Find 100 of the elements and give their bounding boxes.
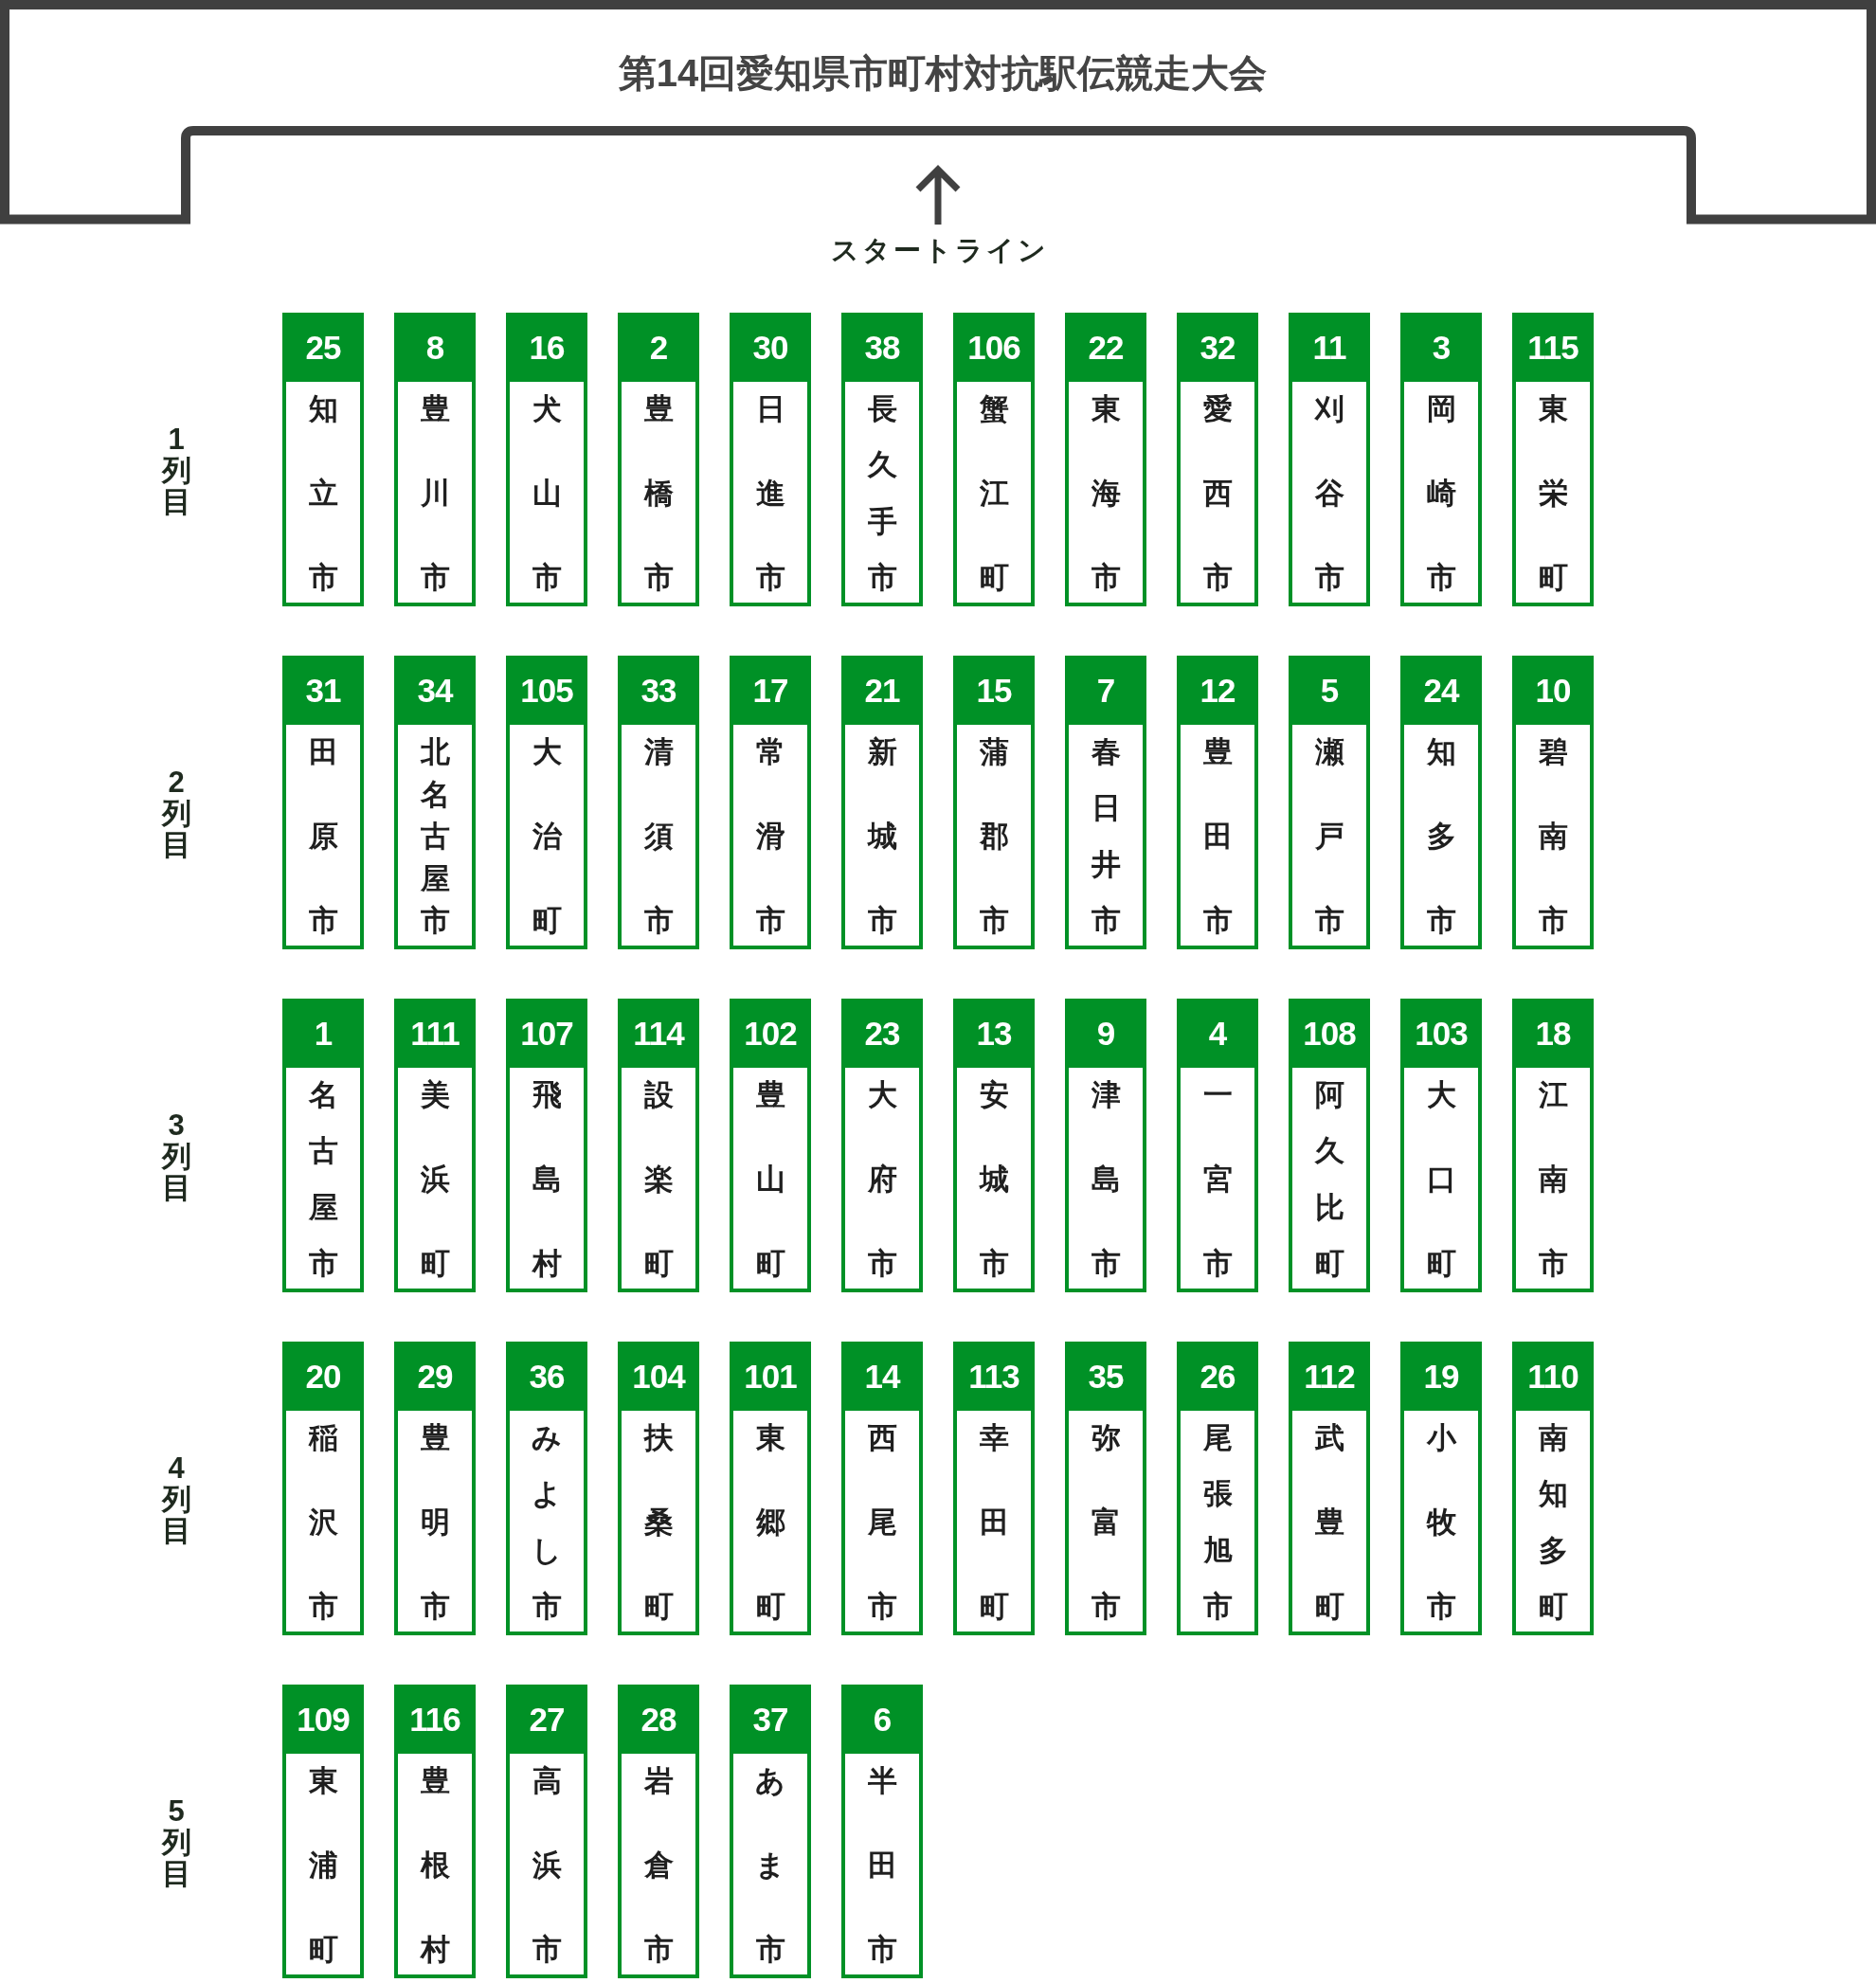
municipality-name: 春日井市 xyxy=(1090,734,1122,938)
municipality-name: 小牧市 xyxy=(1425,1420,1458,1624)
team-card xyxy=(1512,656,1594,949)
venue-outline xyxy=(0,0,1876,227)
team-card xyxy=(282,1342,364,1635)
team-card xyxy=(1177,656,1258,949)
row-label: 5列目 xyxy=(160,1793,192,1891)
municipality-name: 知多市 xyxy=(1425,734,1457,938)
municipality-name: 清須市 xyxy=(642,734,675,938)
municipality-name: 阿久比町 xyxy=(1313,1077,1345,1281)
municipality-name: 知立市 xyxy=(307,391,339,595)
team-card xyxy=(1289,1342,1370,1635)
municipality-name: 蒲郡市 xyxy=(978,734,1010,938)
municipality-name: みよし市 xyxy=(531,1420,563,1624)
team-card xyxy=(953,313,1035,606)
municipality-name: 東海市 xyxy=(1090,391,1122,595)
team-card xyxy=(618,656,699,949)
team-card xyxy=(394,1685,476,1978)
municipality-name: 田原市 xyxy=(307,734,339,938)
municipality-name: 大口町 xyxy=(1425,1077,1457,1281)
team-card xyxy=(618,1342,699,1635)
row-label: 1列目 xyxy=(160,421,192,519)
team-card xyxy=(730,999,811,1292)
municipality-name: 豊山町 xyxy=(754,1077,786,1281)
team-card xyxy=(841,1685,923,1978)
municipality-name: 武豊町 xyxy=(1313,1420,1345,1624)
team-card xyxy=(953,999,1035,1292)
start-line-label: スタートライン xyxy=(831,234,1049,266)
team-card xyxy=(506,1685,587,1978)
municipality-name: 岩倉市 xyxy=(642,1763,675,1967)
team-card xyxy=(506,656,587,949)
team-card xyxy=(506,1342,587,1635)
municipality-name: 幸田町 xyxy=(978,1420,1010,1624)
municipality-name: 犬山市 xyxy=(531,391,563,595)
municipality-name: 愛西市 xyxy=(1201,391,1234,595)
municipality-name: 岡崎市 xyxy=(1425,391,1457,595)
municipality-name: 西尾市 xyxy=(866,1420,898,1624)
team-card xyxy=(730,313,811,606)
municipality-name: 瀬戸市 xyxy=(1313,734,1345,938)
municipality-name: 半田市 xyxy=(866,1763,898,1967)
municipality-name: 東浦町 xyxy=(307,1763,339,1967)
team-card xyxy=(953,656,1035,949)
team-card xyxy=(394,1342,476,1635)
municipality-name: 南知多町 xyxy=(1537,1420,1569,1624)
municipality-name: 豊川市 xyxy=(419,391,451,595)
team-card xyxy=(730,656,811,949)
municipality-name: 東郷町 xyxy=(754,1420,786,1624)
municipality-name: 江南市 xyxy=(1537,1077,1569,1281)
team-card xyxy=(506,313,587,606)
municipality-name: 大府市 xyxy=(866,1077,898,1281)
municipality-name: 飛島村 xyxy=(531,1077,563,1281)
municipality-name: 設楽町 xyxy=(642,1077,675,1281)
row-label: 2列目 xyxy=(160,764,192,862)
team-card xyxy=(394,313,476,606)
team-card xyxy=(506,999,587,1292)
title-text: 第14回愛知県市町村対抗駅伝競走大会 xyxy=(618,52,1268,94)
team-card xyxy=(841,1342,923,1635)
team-card xyxy=(1065,656,1146,949)
team-card xyxy=(1512,1342,1594,1635)
row-label: 3列目 xyxy=(160,1107,192,1205)
team-card xyxy=(1177,999,1258,1292)
municipality-name: 稲沢市 xyxy=(307,1420,339,1624)
municipality-name: 高浜市 xyxy=(531,1763,563,1967)
team-card xyxy=(1289,656,1370,949)
team-card xyxy=(953,1342,1035,1635)
municipality-name: 弥富市 xyxy=(1090,1420,1122,1624)
team-card xyxy=(394,656,476,949)
municipality-name: 津島市 xyxy=(1090,1077,1122,1281)
municipality-name: 豊橋市 xyxy=(642,391,675,595)
municipality-name: 刈谷市 xyxy=(1313,391,1345,595)
municipality-name: 安城市 xyxy=(978,1077,1010,1281)
team-card xyxy=(618,999,699,1292)
municipality-name: 北名古屋市 xyxy=(419,734,451,938)
municipality-name: 常滑市 xyxy=(754,734,786,938)
team-card xyxy=(1289,313,1370,606)
row-label: 4列目 xyxy=(160,1450,192,1548)
municipality-name: 新城市 xyxy=(866,734,898,938)
municipality-name: 豊田市 xyxy=(1201,734,1234,938)
team-card xyxy=(1065,313,1146,606)
team-card xyxy=(1065,1342,1146,1635)
team-card xyxy=(1400,313,1482,606)
municipality-name: 碧南市 xyxy=(1537,734,1569,938)
municipality-name: 尾張旭市 xyxy=(1201,1420,1234,1624)
municipality-name: 豊根村 xyxy=(419,1763,451,1967)
municipality-name: 大治町 xyxy=(531,734,564,938)
municipality-name: 豊明市 xyxy=(419,1420,451,1624)
team-card xyxy=(618,313,699,606)
municipality-name: あま市 xyxy=(754,1763,786,1967)
team-card xyxy=(730,1685,811,1978)
team-card xyxy=(841,999,923,1292)
municipality-name: 日進市 xyxy=(754,391,786,595)
municipality-name: 美浜町 xyxy=(419,1077,451,1281)
team-card xyxy=(841,313,923,606)
team-card xyxy=(282,1685,364,1978)
team-card xyxy=(1289,999,1370,1292)
team-card xyxy=(618,1685,699,1978)
team-card xyxy=(1177,313,1258,606)
team-card xyxy=(1512,313,1594,606)
team-card xyxy=(282,313,364,606)
municipality-name: 一宮市 xyxy=(1201,1077,1234,1281)
